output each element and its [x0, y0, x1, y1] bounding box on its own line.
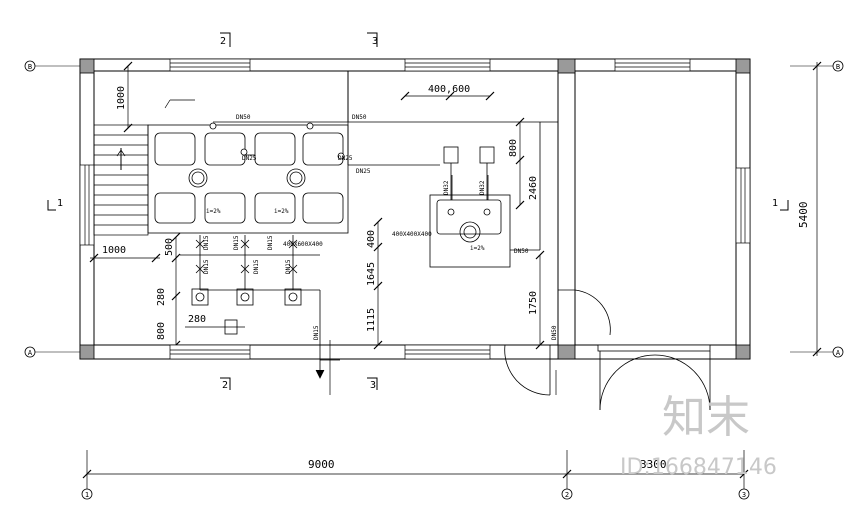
dim-1115: 1115 — [366, 308, 377, 332]
walls — [79, 58, 751, 360]
section-markers — [47, 32, 789, 390]
pipe-dn15-a: DN15 — [203, 235, 210, 250]
valve-assembly-left — [180, 235, 340, 379]
dim-400-vertical: 400 — [366, 230, 377, 248]
pipe-dn15-e: DN15 — [253, 259, 260, 274]
sink-station-right — [429, 146, 540, 268]
tank-size-2: 400X400X400 — [392, 231, 432, 238]
axis-3-label: 3 — [742, 491, 746, 499]
slope-label-2: i=2% — [274, 208, 289, 215]
dim-500: 500 — [164, 238, 175, 256]
pipe-dn25-b: DN25 — [338, 155, 353, 162]
doors — [504, 289, 711, 411]
slope-label-1: i=2% — [206, 208, 221, 215]
columns — [79, 58, 751, 360]
sink-station-left — [147, 122, 349, 234]
dim-overall-left: 9000 — [308, 458, 335, 471]
pipe-dn15-c: DN15 — [267, 235, 274, 250]
watermark-brand: 知末 — [662, 392, 750, 443]
pipe-dn32-a: DN32 — [443, 180, 450, 195]
pipe-dn50-top-b: DN50 — [352, 114, 367, 121]
section-2-top: 2 — [220, 36, 226, 47]
section-1-right: 1 — [772, 198, 778, 209]
watermark-id: ID:166847146 — [620, 455, 777, 480]
dim-800-right: 800 — [508, 139, 519, 157]
axis-a-left-label: A — [28, 349, 33, 357]
pipe-dn15-d: DN15 — [203, 259, 210, 274]
dim-800-left: 800 — [156, 322, 167, 340]
dim-400-600: 400,600 — [428, 84, 470, 95]
axis-b-left-label: B — [28, 63, 32, 71]
dim-overall-right: 3300 — [640, 458, 667, 471]
section-2-bottom: 2 — [222, 380, 228, 391]
axis-1-label: 1 — [85, 491, 89, 499]
dim-280-horizontal: 280 — [188, 314, 206, 325]
pipe-dn32-b: DN32 — [479, 180, 486, 195]
dim-1750: 1750 — [528, 291, 539, 315]
axis-b-right-label: B — [836, 63, 840, 71]
pipe-dn15-f: DN15 — [285, 259, 292, 274]
section-1-left: 1 — [57, 198, 63, 209]
dim-280-vertical: 280 — [156, 288, 167, 306]
axis-a-right-label: A — [836, 349, 841, 357]
dim-1645: 1645 — [366, 262, 377, 286]
dim-height-right: 5400 — [797, 202, 810, 229]
pipe-dn50-right: DN50 — [514, 248, 529, 255]
dim-1000-left: 1000 — [102, 245, 126, 256]
pipe-dn15-b: DN15 — [233, 235, 240, 250]
pipe-dn50-top-a: DN50 — [236, 114, 251, 121]
tank-size-1: 400X600X400 — [283, 241, 323, 248]
pipe-dn25-c: DN25 — [356, 168, 371, 175]
section-3-top: 3 — [372, 36, 378, 47]
stairs — [93, 124, 149, 236]
pipe-dn15-drop: DN15 — [313, 325, 320, 340]
windows — [79, 58, 751, 360]
pipe-dn25-a: DN25 — [242, 155, 257, 162]
pipe-dn50-door: DN50 — [551, 325, 558, 340]
dim-1000-top: 1000 — [116, 86, 127, 110]
dimension-lines — [82, 61, 822, 489]
axis-2-label: 2 — [565, 491, 569, 499]
slope-label-3: i=2% — [470, 245, 485, 252]
section-3-bottom: 3 — [370, 380, 376, 391]
dim-2460: 2460 — [528, 176, 539, 200]
